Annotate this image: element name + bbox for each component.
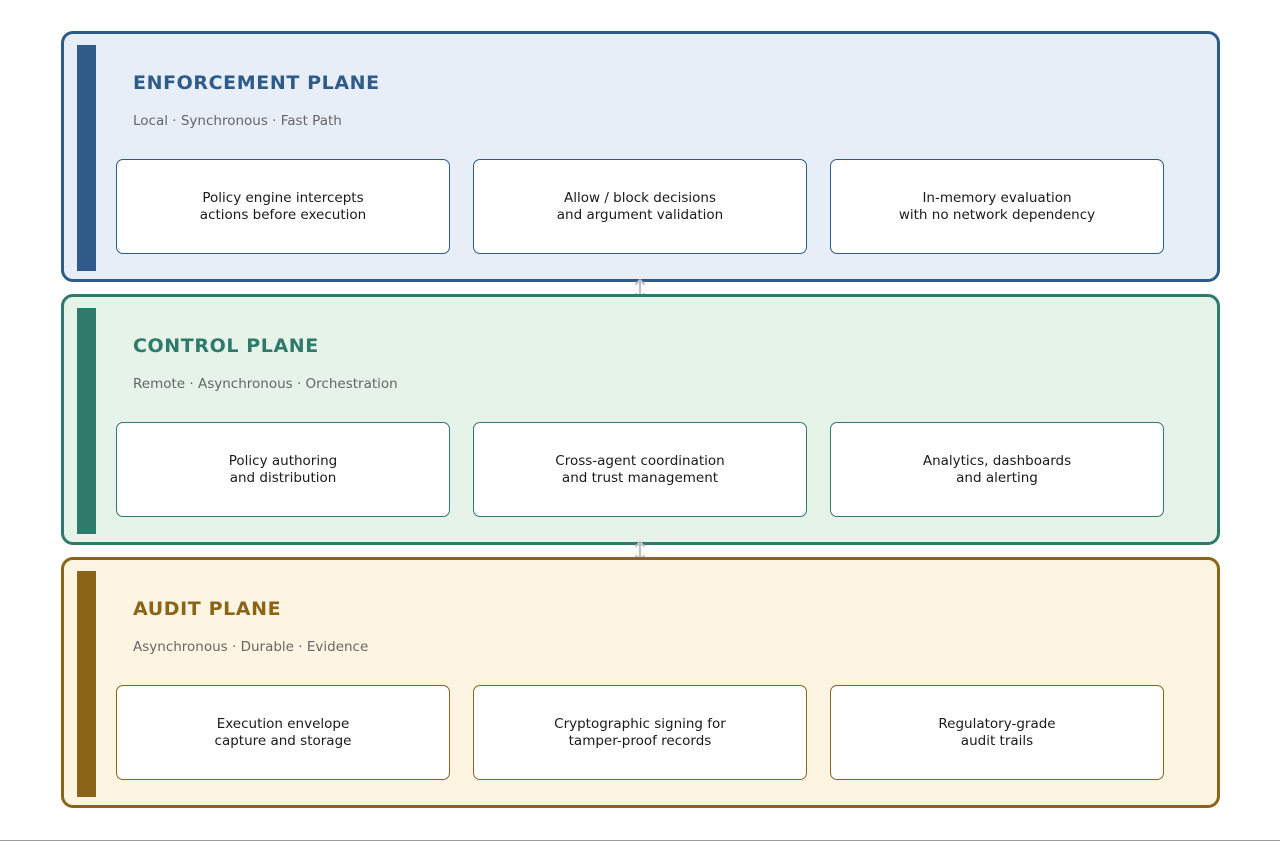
audit-plane-subtitle: Asynchronous · Durable · Evidence: [133, 639, 369, 655]
enforcement-plane-capabilities: Policy engine intercepts actions before …: [116, 159, 1167, 257]
control-plane-panel: CONTROL PLANE Remote · Asynchronous · Or…: [61, 294, 1220, 545]
enforcement-plane-title: ENFORCEMENT PLANE: [133, 72, 380, 94]
control-plane-capabilities: Policy authoring and distribution Cross-…: [116, 422, 1167, 520]
control-plane-title: CONTROL PLANE: [133, 335, 319, 357]
control-capability-box: Analytics, dashboards and alerting: [830, 422, 1164, 517]
audit-capability-box: Regulatory-grade audit trails: [830, 685, 1164, 780]
control-plane-accent-bar: [77, 308, 96, 534]
audit-plane-capabilities: Execution envelope capture and storage C…: [116, 685, 1167, 783]
control-capability-box: Policy authoring and distribution: [116, 422, 450, 517]
control-capability-box: Cross-agent coordination and trust manag…: [473, 422, 807, 517]
enforcement-capability-box: In-memory evaluation with no network dep…: [830, 159, 1164, 254]
control-plane-subtitle: Remote · Asynchronous · Orchestration: [133, 376, 398, 392]
enforcement-plane-subtitle: Local · Synchronous · Fast Path: [133, 113, 342, 129]
enforcement-capability-box: Allow / block decisions and argument val…: [473, 159, 807, 254]
enforcement-plane-panel: ENFORCEMENT PLANE Local · Synchronous · …: [61, 31, 1220, 282]
audit-plane-accent-bar: [77, 571, 96, 797]
audit-capability-box: Execution envelope capture and storage: [116, 685, 450, 780]
audit-plane-panel: AUDIT PLANE Asynchronous · Durable · Evi…: [61, 557, 1220, 808]
enforcement-capability-box: Policy engine intercepts actions before …: [116, 159, 450, 254]
audit-capability-box: Cryptographic signing for tamper-proof r…: [473, 685, 807, 780]
enforcement-plane-accent-bar: [77, 45, 96, 271]
audit-plane-title: AUDIT PLANE: [133, 598, 282, 620]
